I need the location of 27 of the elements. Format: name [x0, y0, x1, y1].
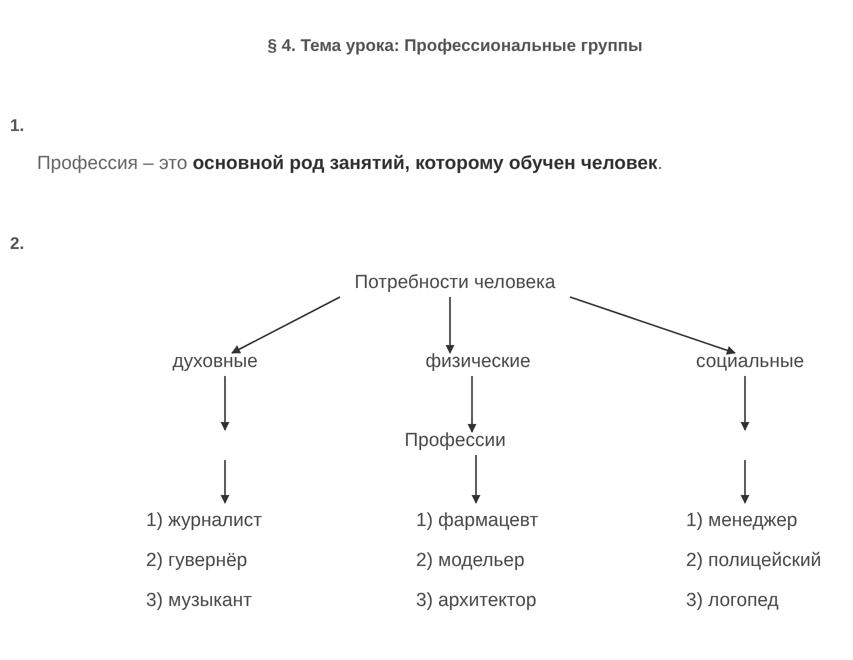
node-label: социальные — [696, 351, 804, 373]
arrow — [220, 460, 230, 504]
list-item: 3) архитектор — [416, 589, 538, 613]
title: § 4. Тема урока: Профессиональные группы — [266, 36, 644, 56]
arrow — [468, 376, 476, 433]
list-item: 1) журналист — [146, 509, 262, 533]
node-label: физические — [426, 351, 531, 373]
task-number: 1. — [10, 116, 24, 136]
task-number: 2. — [10, 234, 24, 254]
node-label: духовные — [172, 351, 258, 373]
list-item: 1) менеджер — [686, 509, 798, 533]
node-label: Профессии — [404, 430, 506, 452]
node-label: Потребности человека — [354, 272, 556, 294]
arrow — [740, 460, 750, 504]
list-item: 2) гувернёр — [146, 549, 248, 573]
arrow — [446, 297, 454, 354]
arrow — [231, 296, 340, 354]
definition-text: Профессия – это основной род занятий, которому обучен человек. — [37, 153, 663, 175]
list-item: 2) модельер — [416, 549, 526, 573]
arrow — [570, 296, 736, 355]
arrow — [740, 376, 750, 431]
list-item: 3) логопед — [686, 589, 780, 613]
arrow — [472, 455, 480, 504]
list-item: 3) музыкант — [146, 589, 253, 613]
arrow — [220, 376, 230, 431]
list-item: 2) полицейский — [686, 549, 822, 573]
list-item: 1) фармацевт — [416, 509, 538, 533]
